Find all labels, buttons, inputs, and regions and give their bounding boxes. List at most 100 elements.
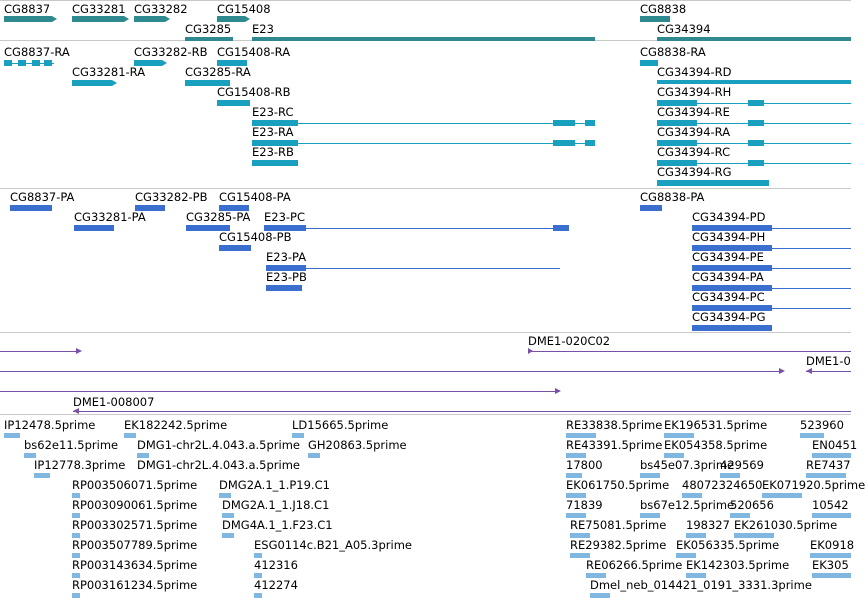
est-label: EK305 [812, 558, 849, 572]
transcript-exon[interactable] [217, 60, 247, 66]
est-feature[interactable] [254, 573, 262, 578]
est-feature[interactable] [222, 513, 234, 518]
est-feature[interactable] [72, 573, 80, 578]
transcript-exon[interactable] [18, 60, 26, 66]
protein-segment[interactable] [640, 205, 662, 211]
protein-segment[interactable] [74, 225, 114, 231]
est-feature[interactable] [686, 533, 706, 538]
gene-feature[interactable] [217, 16, 245, 22]
protein-segment[interactable] [692, 325, 772, 331]
transcript-exon[interactable] [553, 140, 575, 146]
est-feature[interactable] [812, 573, 851, 578]
est-feature[interactable] [124, 433, 136, 438]
transcript-exon[interactable] [4, 60, 12, 66]
protein-segment[interactable] [692, 305, 772, 311]
est-feature[interactable] [24, 453, 36, 458]
est-feature[interactable] [664, 433, 694, 438]
est-feature[interactable] [566, 473, 582, 478]
protein-segment[interactable] [219, 245, 251, 251]
est-feature[interactable] [676, 553, 696, 558]
est-feature[interactable] [72, 553, 80, 558]
gene-feature[interactable] [134, 16, 165, 22]
transcript-exon[interactable] [657, 80, 851, 84]
transcript-exon[interactable] [32, 60, 40, 66]
transcript-exon[interactable] [657, 120, 697, 126]
transcript-exon[interactable] [585, 120, 595, 126]
transcript-exon[interactable] [252, 140, 298, 146]
est-feature[interactable] [730, 513, 750, 518]
est-feature[interactable] [254, 553, 262, 558]
transcript-exon[interactable] [657, 100, 697, 106]
est-feature[interactable] [586, 573, 606, 578]
transcript-exon[interactable] [657, 160, 697, 166]
est-feature[interactable] [4, 433, 20, 438]
est-feature[interactable] [566, 513, 586, 518]
protein-segment[interactable] [219, 205, 249, 211]
est-feature[interactable] [566, 453, 586, 458]
gene-feature[interactable] [185, 37, 233, 41]
est-feature[interactable] [810, 553, 851, 558]
gene-feature[interactable] [252, 37, 595, 41]
est-feature[interactable] [137, 453, 149, 458]
transcript-exon[interactable] [657, 140, 697, 146]
transcript-exon[interactable] [217, 100, 250, 106]
est-feature[interactable] [720, 473, 740, 478]
gene-feature[interactable] [4, 16, 52, 22]
protein-segment[interactable] [135, 205, 165, 211]
protein-segment[interactable] [692, 285, 772, 291]
est-feature[interactable] [812, 453, 851, 458]
est-feature[interactable] [640, 513, 660, 518]
protein-segment[interactable] [692, 265, 772, 271]
est-feature[interactable] [34, 473, 50, 478]
est-feature[interactable] [566, 493, 586, 498]
est-feature[interactable] [72, 493, 80, 498]
est-feature[interactable] [292, 433, 304, 438]
est-feature[interactable] [570, 533, 590, 538]
transcript-exon[interactable] [252, 120, 298, 126]
est-feature[interactable] [590, 593, 610, 598]
protein-segment[interactable] [186, 225, 230, 231]
est-feature[interactable] [686, 573, 706, 578]
transcript-exon[interactable] [72, 80, 112, 86]
gene-feature[interactable] [657, 37, 851, 41]
protein-segment[interactable] [10, 205, 52, 211]
transcript-exon[interactable] [252, 160, 298, 166]
protein-segment[interactable] [553, 225, 569, 231]
est-feature[interactable] [72, 593, 80, 598]
est-feature[interactable] [308, 453, 320, 458]
transcript-exon[interactable] [640, 60, 658, 66]
est-feature[interactable] [682, 493, 702, 498]
est-feature[interactable] [812, 513, 851, 518]
transcript-exon[interactable] [748, 100, 764, 106]
est-feature[interactable] [664, 453, 684, 458]
transcript-exon[interactable] [44, 60, 52, 66]
protein-segment[interactable] [264, 225, 306, 231]
est-feature[interactable] [72, 533, 80, 538]
est-feature[interactable] [640, 473, 660, 478]
transcript-exon[interactable] [185, 80, 230, 86]
transcript-exon[interactable] [748, 160, 764, 166]
est-feature[interactable] [72, 513, 80, 518]
est-feature[interactable] [762, 493, 802, 498]
protein-segment[interactable] [692, 245, 772, 251]
est-feature[interactable] [806, 473, 846, 478]
est-feature[interactable] [222, 533, 234, 538]
est-feature[interactable] [566, 433, 596, 438]
est-feature[interactable] [254, 593, 262, 598]
gene-feature[interactable] [72, 16, 124, 22]
est-feature[interactable] [219, 493, 231, 498]
track-divider-proteins-clones [0, 332, 851, 333]
protein-segment[interactable] [692, 225, 772, 231]
est-feature[interactable] [800, 433, 824, 438]
gene-feature[interactable] [640, 16, 670, 22]
transcript-exon[interactable] [657, 180, 769, 186]
est-feature[interactable] [734, 533, 774, 538]
transcript-exon[interactable] [134, 60, 162, 66]
est-feature[interactable] [570, 553, 590, 558]
protein-segment[interactable] [266, 285, 302, 291]
transcript-exon[interactable] [553, 120, 575, 126]
transcript-exon[interactable] [748, 140, 764, 146]
protein-segment[interactable] [266, 265, 306, 271]
transcript-exon[interactable] [748, 120, 764, 126]
transcript-exon[interactable] [585, 140, 595, 146]
